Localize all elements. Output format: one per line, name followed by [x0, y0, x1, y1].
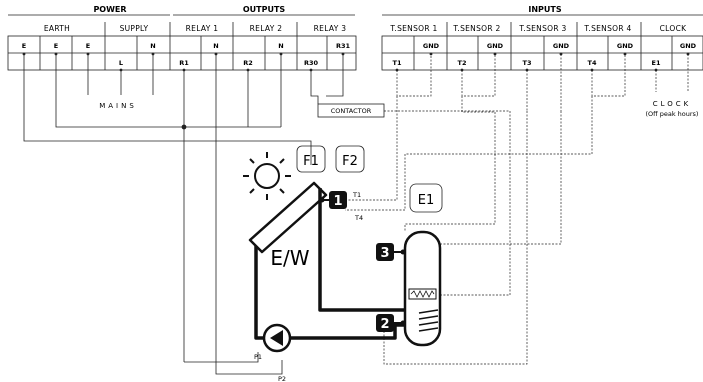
sensor-wiring [345, 54, 689, 365]
inputs-header: INPUTS [528, 5, 561, 14]
r30-terminal: R30 [304, 59, 319, 67]
tsensor3-gnd-terminal: GND [553, 42, 570, 50]
terminal-block-right [381, 22, 703, 71]
tsensor2-label: T.SENSOR 2 [452, 24, 500, 33]
ew-label: E/W [270, 246, 309, 270]
earth-terminal-1: E [22, 42, 26, 50]
badge-1 [319, 191, 347, 209]
badge-3 [376, 243, 406, 261]
clock-text: CLOCK [653, 100, 692, 108]
pump-icon [262, 323, 292, 353]
t1-wire-label: T1 [352, 191, 361, 199]
badge-2-label: 2 [380, 317, 389, 332]
clock-label: CLOCK [660, 24, 687, 33]
pipework [254, 188, 405, 340]
supply-l-terminal: L [119, 59, 123, 67]
power-header: POWER [93, 5, 126, 14]
solar-collector [248, 181, 328, 254]
tsensor2-gnd-terminal: GND [487, 42, 504, 50]
mains-wiring [87, 54, 154, 95]
earth-bus-wiring [23, 54, 312, 375]
t4-wire-label: T4 [354, 214, 363, 222]
e1-terminal: E1 [652, 59, 661, 67]
tsensor3-label: T.SENSOR 3 [518, 24, 566, 33]
tsensor1-label: T.SENSOR 1 [389, 24, 437, 33]
terminal-block-left [7, 22, 357, 71]
tsensor4-label: T.SENSOR 4 [583, 24, 631, 33]
relay1-label: RELAY 1 [186, 24, 219, 33]
relay3-label: RELAY 3 [314, 24, 347, 33]
contactor-label: CONTACTOR [331, 107, 372, 115]
clock-gnd-terminal: GND [680, 42, 697, 50]
sun-icon [243, 152, 291, 200]
off-peak-label: (Off peak hours) [646, 110, 699, 118]
tsensor4-gnd-terminal: GND [617, 42, 634, 50]
badge-1-label: 1 [333, 194, 342, 209]
relay1-n-terminal: N [213, 42, 218, 50]
t3-terminal: T3 [523, 59, 532, 67]
earth-terminal-3: E [86, 42, 90, 50]
r31-terminal: R31 [336, 42, 351, 50]
terminal-dots-right [395, 52, 690, 72]
r2-terminal: R2 [243, 59, 253, 67]
outputs-header: OUTPUTS [243, 5, 286, 14]
supply-label: SUPPLY [120, 24, 149, 33]
f2-label: F2 [342, 154, 358, 169]
mains-label: MAINS [99, 102, 137, 110]
relay2-label: RELAY 2 [250, 24, 283, 33]
supply-n-terminal: N [150, 42, 155, 50]
f1-label: F1 [303, 154, 319, 169]
f2-box [335, 145, 365, 173]
badge-2 [376, 314, 406, 332]
p2-label: P2 [278, 375, 286, 382]
relay2-n-terminal: N [278, 42, 283, 50]
badge-3-label: 3 [380, 246, 389, 261]
earth-terminal-2: E [54, 42, 58, 50]
e1-box [409, 183, 443, 213]
e1-box-label: E1 [418, 193, 435, 208]
earth-label: EARTH [44, 24, 70, 33]
storage-tank [403, 230, 442, 347]
t2-terminal: T2 [458, 59, 467, 67]
p1-label: P1 [254, 353, 262, 361]
r1-terminal: R1 [179, 59, 189, 67]
f1-box [296, 145, 326, 173]
contactor-wiring [310, 54, 511, 296]
t1-terminal: T1 [393, 59, 402, 67]
tsensor1-gnd-terminal: GND [423, 42, 440, 50]
t4-terminal: T4 [588, 59, 597, 67]
